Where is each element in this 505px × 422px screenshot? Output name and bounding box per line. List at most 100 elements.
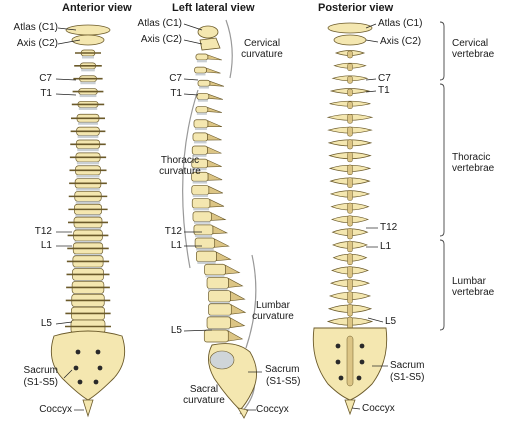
posterior-sacral-foramen bbox=[359, 343, 365, 349]
thoracic-vertebrae-label: Thoracic vertebrae bbox=[452, 152, 494, 174]
lateral-disc bbox=[205, 275, 225, 278]
anterior-disc bbox=[80, 81, 96, 85]
lateral-view-title: Left lateral view bbox=[172, 2, 255, 14]
anterior-c7-label: C7 bbox=[39, 73, 52, 84]
anterior-disc bbox=[74, 240, 102, 244]
posterior-spinous-process bbox=[347, 63, 353, 71]
lateral-atlas-label: Atlas (C1) bbox=[137, 18, 182, 29]
leader-line bbox=[365, 90, 377, 93]
lateral-spinous-process bbox=[228, 277, 244, 288]
lateral-vertebral-body bbox=[197, 79, 211, 87]
leader-line bbox=[367, 317, 384, 323]
lateral-disc bbox=[197, 261, 216, 264]
posterior-spinous-process bbox=[347, 152, 353, 163]
anterior-disc bbox=[75, 214, 101, 217]
posterior-spinous-process bbox=[347, 76, 353, 84]
lateral-sacral-surface bbox=[209, 350, 235, 370]
anterior-axis bbox=[71, 34, 105, 46]
leader-line bbox=[351, 407, 361, 410]
leader-line bbox=[365, 78, 377, 81]
anterior-atlas-label: Atlas (C1) bbox=[13, 22, 58, 33]
anterior-sacrum bbox=[50, 330, 126, 401]
posterior-spinous-process bbox=[347, 291, 353, 304]
lateral-spinous-process bbox=[216, 251, 232, 261]
lateral-l1-label: L1 bbox=[170, 240, 182, 251]
lateral-disc bbox=[193, 154, 207, 157]
lateral-vertebral-body bbox=[195, 53, 209, 61]
posterior-spinous-process bbox=[347, 304, 353, 317]
lateral-spinous-process bbox=[212, 225, 229, 235]
anterior-l1-label: L1 bbox=[40, 240, 52, 251]
lateral-l5-label: L5 bbox=[170, 325, 182, 336]
anterior-spine bbox=[50, 24, 126, 418]
thoracic-vertebrae-line1: Thoracic bbox=[452, 152, 491, 163]
anterior-disc bbox=[76, 174, 100, 178]
posterior-spinous-process bbox=[347, 316, 353, 330]
lateral-spinous-process bbox=[230, 291, 246, 302]
leader-line bbox=[365, 23, 377, 29]
lateral-disc bbox=[196, 112, 207, 115]
lateral-spinous-process bbox=[207, 159, 222, 168]
lateral-spinous-process bbox=[208, 94, 223, 100]
posterior-l1-label: L1 bbox=[380, 241, 392, 252]
lateral-vertebral-body bbox=[191, 185, 210, 196]
posterior-spinous-process bbox=[347, 190, 353, 201]
anterior-atlas bbox=[65, 24, 111, 36]
posterior-spinous-process bbox=[347, 228, 353, 240]
posterior-axis-label: Axis (C2) bbox=[380, 36, 422, 47]
cervical-curvature-label: Cervical curvature bbox=[232, 38, 292, 60]
lateral-disc bbox=[209, 315, 231, 318]
anterior-l5-label: L5 bbox=[40, 318, 52, 329]
lateral-spinous-process bbox=[207, 120, 223, 128]
anterior-axis-label: Axis (C2) bbox=[16, 38, 58, 49]
lateral-vertebral-body bbox=[196, 93, 210, 100]
anterior-sacrum-range: (S1-S5) bbox=[23, 377, 58, 388]
leader-line bbox=[183, 78, 199, 81]
lateral-vertebral-body bbox=[195, 106, 209, 113]
anterior-disc bbox=[82, 56, 94, 59]
leader-line bbox=[55, 78, 77, 81]
lateral-disc bbox=[196, 248, 214, 251]
anterior-disc bbox=[75, 227, 101, 231]
lateral-vertebral-body bbox=[191, 198, 211, 209]
posterior-spinous-process bbox=[347, 253, 353, 265]
lateral-disc bbox=[193, 208, 209, 211]
lateral-atlas bbox=[197, 25, 219, 39]
leader-line bbox=[57, 27, 77, 31]
lateral-disc bbox=[193, 221, 211, 224]
leader-line bbox=[183, 93, 199, 96]
lateral-vertebral-body bbox=[194, 66, 207, 74]
anterior-disc bbox=[75, 201, 101, 204]
lateral-vertebral-body bbox=[192, 211, 212, 222]
lateral-t12-label: T12 bbox=[164, 226, 182, 237]
lateral-disc bbox=[194, 127, 207, 131]
lateral-sacrum-range: (S1-S5) bbox=[266, 376, 301, 387]
posterior-spinous-process bbox=[347, 215, 353, 227]
lateral-axis bbox=[199, 37, 221, 51]
anterior-disc bbox=[76, 161, 100, 165]
leader-line bbox=[55, 93, 77, 96]
lateral-disc bbox=[195, 73, 206, 76]
lateral-coccyx bbox=[237, 407, 249, 419]
lateral-disc bbox=[197, 99, 208, 102]
posterior-spinous-process bbox=[347, 50, 353, 59]
cervical-curvature-line bbox=[225, 19, 233, 79]
posterior-coccyx bbox=[344, 399, 356, 416]
lateral-spinous-process bbox=[208, 185, 224, 194]
thoracic-curvature-line2: curvature bbox=[159, 166, 201, 177]
cervical-bracket bbox=[439, 21, 445, 81]
posterior-spinous-process bbox=[347, 114, 353, 124]
posterior-spinous-process bbox=[347, 266, 353, 278]
anterior-disc bbox=[81, 68, 95, 72]
lateral-disc bbox=[208, 288, 228, 291]
anterior-disc bbox=[79, 94, 97, 98]
lumbar-curvature-line1: Lumbar bbox=[256, 300, 290, 311]
lateral-spinous-process bbox=[209, 80, 225, 87]
posterior-l5-label: L5 bbox=[385, 316, 397, 327]
posterior-median-crest bbox=[346, 335, 354, 387]
anterior-view-title: Anterior view bbox=[62, 2, 132, 14]
lateral-disc bbox=[192, 167, 207, 171]
lateral-vertebral-body bbox=[203, 329, 229, 343]
anterior-sacral-foramen bbox=[93, 379, 99, 385]
lateral-spinous-process bbox=[231, 304, 247, 315]
